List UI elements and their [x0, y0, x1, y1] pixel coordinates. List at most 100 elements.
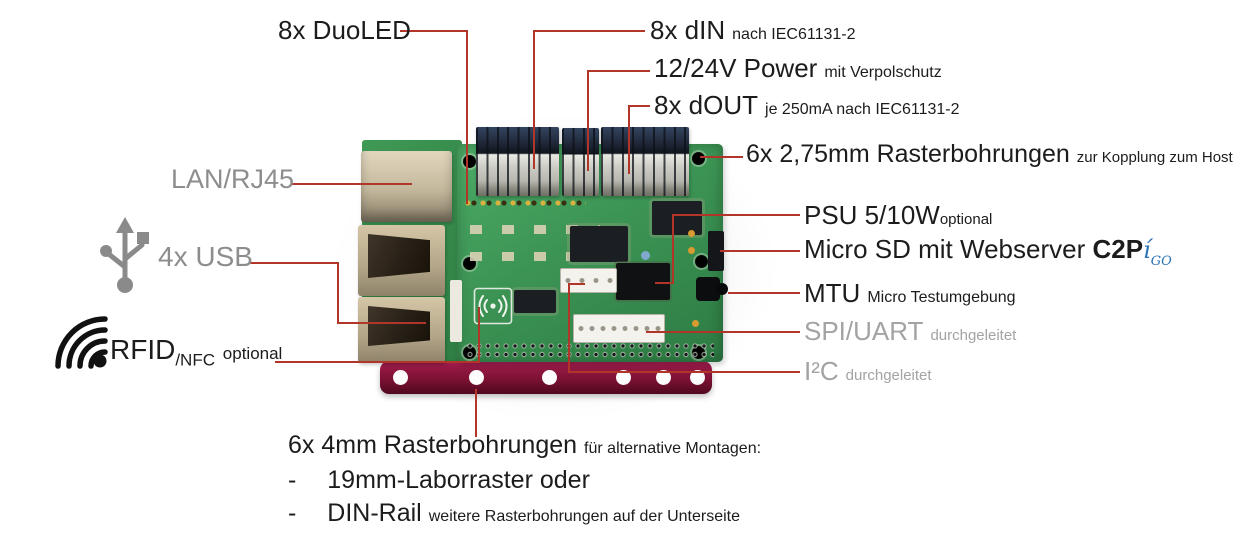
leader-power: [587, 70, 589, 171]
leader-duoled: [400, 30, 468, 32]
callout-raster4-label: 6x 4mm Rasterbohrungen: [288, 431, 578, 459]
callout-psu-note: optional: [939, 211, 993, 228]
duoled-row: [464, 198, 586, 209]
leader-spiuart: [646, 331, 800, 333]
leader-power: [587, 70, 650, 72]
callout-din-label: 8x dIN: [650, 15, 726, 45]
alt2-note: weitere Rasterbohrungen auf der Untersei…: [428, 508, 741, 525]
callout-din: 8x dIN nach IEC61131-2: [650, 16, 856, 45]
usb-opening: [368, 306, 430, 346]
dash: -: [288, 466, 297, 494]
callout-raster275-label: 6x 2,75mm Rasterbohrungen: [746, 140, 1070, 168]
callout-rfid-label: RFID: [110, 334, 176, 365]
dash: -: [288, 499, 297, 527]
callout-mtu-note: Micro Testumgebung: [867, 289, 1016, 306]
callout-duoled: 8x DuoLED: [278, 16, 411, 45]
mcu-chip: [570, 226, 628, 262]
usb-opening: [368, 234, 430, 278]
plate-hole: [393, 370, 408, 385]
micro-sd-slot: [708, 231, 724, 271]
alt1-label: 19mm-Laborraster oder: [327, 466, 590, 494]
plate-hole: [469, 370, 484, 385]
leader-dout: [628, 105, 650, 107]
id-label-strip: [450, 280, 462, 342]
leader-i2c: [568, 284, 570, 373]
alt2-label: DIN-Rail: [327, 499, 422, 527]
callout-microsd-label: Micro SD mit Webserver: [804, 234, 1086, 264]
leader-duoled: [466, 30, 468, 204]
terminal-block-din: [476, 127, 559, 196]
callout-rfid-note: optional: [222, 344, 283, 363]
callout-mtu: MTU Micro Testumgebung: [804, 279, 1016, 308]
leader-din: [533, 30, 645, 32]
leader-rfid: [275, 361, 480, 363]
callout-mtu-label: MTU: [804, 278, 861, 308]
callout-raster4-note: für alternative Montagen:: [584, 440, 762, 457]
callout-usb-label: 4x USB: [158, 241, 253, 272]
capacitor: [688, 230, 695, 237]
rfid-signal-icon: [45, 310, 113, 372]
callout-power-label: 12/24V Power: [654, 53, 818, 83]
brand-i: í: [1143, 236, 1151, 264]
callout-spiuart-label: SPI/UART: [804, 316, 924, 346]
callout-rfid: RFID/NFC optional: [110, 334, 283, 370]
leader-usb: [337, 262, 339, 324]
gpio-header-holes: [466, 342, 714, 359]
ethernet-jack: [361, 151, 452, 222]
callout-microsd: Micro SD mit Webserver C2PíGO: [804, 235, 1172, 269]
callout-dout-note: je 250mA nach IEC61131-2: [765, 101, 960, 118]
leader-microsd: [720, 250, 800, 252]
callout-dout-label: 8x dOUT: [654, 90, 759, 120]
plate-hole: [656, 370, 671, 385]
capacitor: [688, 247, 695, 254]
plate-hole: [542, 370, 557, 385]
leader-raster4: [475, 389, 477, 437]
callout-usb: 4x USB: [158, 241, 253, 273]
driver-chip: [652, 201, 702, 235]
brand-c2p: C2P: [1092, 234, 1144, 264]
psu-module: [616, 263, 670, 300]
resistor-row: [470, 252, 600, 261]
callout-raster275: 6x 2,75mm Rasterbohrungen zur Kopplung zu…: [746, 140, 1233, 169]
callout-power-note: mit Verpolschutz: [824, 64, 942, 81]
callout-duoled-label: 8x DuoLED: [278, 15, 411, 45]
resistor-row: [470, 225, 600, 234]
callout-i2c-note: durchgeleitet: [845, 367, 932, 384]
callout-dout: 8x dOUT je 250mA nach IEC61131-2: [654, 91, 960, 120]
leader-psu: [655, 282, 674, 284]
leader-i2c: [568, 371, 800, 373]
capacitor: [692, 320, 699, 327]
leader-raster275: [700, 156, 743, 158]
callout-raster275-note: zur Kopplung zum Host: [1076, 149, 1233, 166]
leader-i2c: [568, 283, 585, 285]
plate-hole: [616, 370, 631, 385]
callout-rfid-sub: /NFC: [175, 350, 215, 370]
callout-psu: PSU 5/10Woptional: [804, 201, 992, 230]
leader-rfid: [478, 307, 480, 363]
blue-component: [641, 251, 650, 260]
spi-uart-connector: [573, 314, 665, 343]
leader-usb: [250, 262, 339, 264]
leader-mtu: [728, 292, 800, 294]
antenna-print-icon: [473, 287, 513, 325]
callout-lan: LAN/RJ45: [171, 164, 295, 195]
leader-usb: [337, 322, 426, 324]
leader-lan: [292, 183, 412, 185]
callout-i2c: I²C durchgeleitet: [804, 357, 932, 386]
hat-mounting-hole: [463, 155, 476, 168]
callout-i2c-label: I²C: [804, 356, 839, 386]
leader-psu: [672, 214, 674, 284]
usb-trident-icon: [92, 215, 158, 295]
hat-mounting-hole: [692, 152, 705, 165]
usb-port-lower: [358, 297, 445, 363]
leader-dout: [628, 105, 630, 174]
callout-lan-label: LAN/RJ45: [171, 164, 295, 194]
callout-din-note: nach IEC61131-2: [732, 26, 856, 43]
audio-jack-barrel: [716, 283, 728, 295]
terminal-block-power: [562, 128, 599, 196]
callout-power: 12/24V Power mit Verpolschutz: [654, 54, 942, 83]
leader-din: [533, 30, 535, 169]
terminal-block-dout: [601, 127, 689, 196]
